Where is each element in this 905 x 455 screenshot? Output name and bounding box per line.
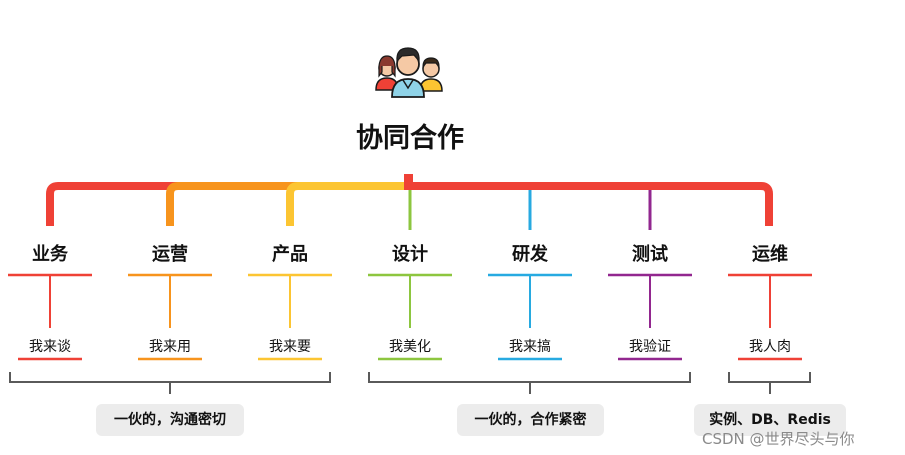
- bar-center-notch: [404, 174, 413, 190]
- role-phrase-design: 我美化: [389, 339, 431, 355]
- bracket-group-2: [368, 372, 691, 394]
- role-label-testing: 测试: [632, 244, 668, 265]
- role-phrase-business: 我来谈: [29, 339, 71, 355]
- group-note-3: 实例、DB、Redis: [694, 404, 846, 436]
- group-brackets: [9, 372, 811, 394]
- role-label-business: 业务: [32, 244, 68, 265]
- role-label-development: 研发: [512, 244, 548, 265]
- role-label-operations: 运营: [152, 244, 188, 265]
- role-columns: [8, 273, 812, 361]
- group-note-1: 一伙的，沟通密切: [96, 404, 244, 436]
- diagram-title: 协同合作: [356, 123, 464, 154]
- bracket-group-3: [728, 372, 811, 394]
- bar-yellow: [286, 182, 406, 226]
- connector-bars: [46, 174, 773, 230]
- watermark-text: CSDN @世界尽头与你: [702, 430, 855, 448]
- role-label-design: 设计: [392, 244, 428, 265]
- role-phrase-product: 我来要: [269, 339, 311, 355]
- role-label-ops: 运维: [752, 244, 788, 265]
- role-label-product: 产品: [272, 244, 308, 265]
- role-phrase-ops: 我人肉: [749, 339, 791, 355]
- role-phrase-development: 我来搞: [509, 339, 551, 355]
- role-phrase-operations: 我来用: [149, 339, 191, 355]
- people-group-icon: [375, 47, 443, 98]
- group-note-2: 一伙的，合作紧密: [457, 404, 604, 436]
- bar-orange: [166, 182, 406, 226]
- role-phrase-testing: 我验证: [629, 339, 671, 355]
- bracket-group-1: [9, 372, 331, 394]
